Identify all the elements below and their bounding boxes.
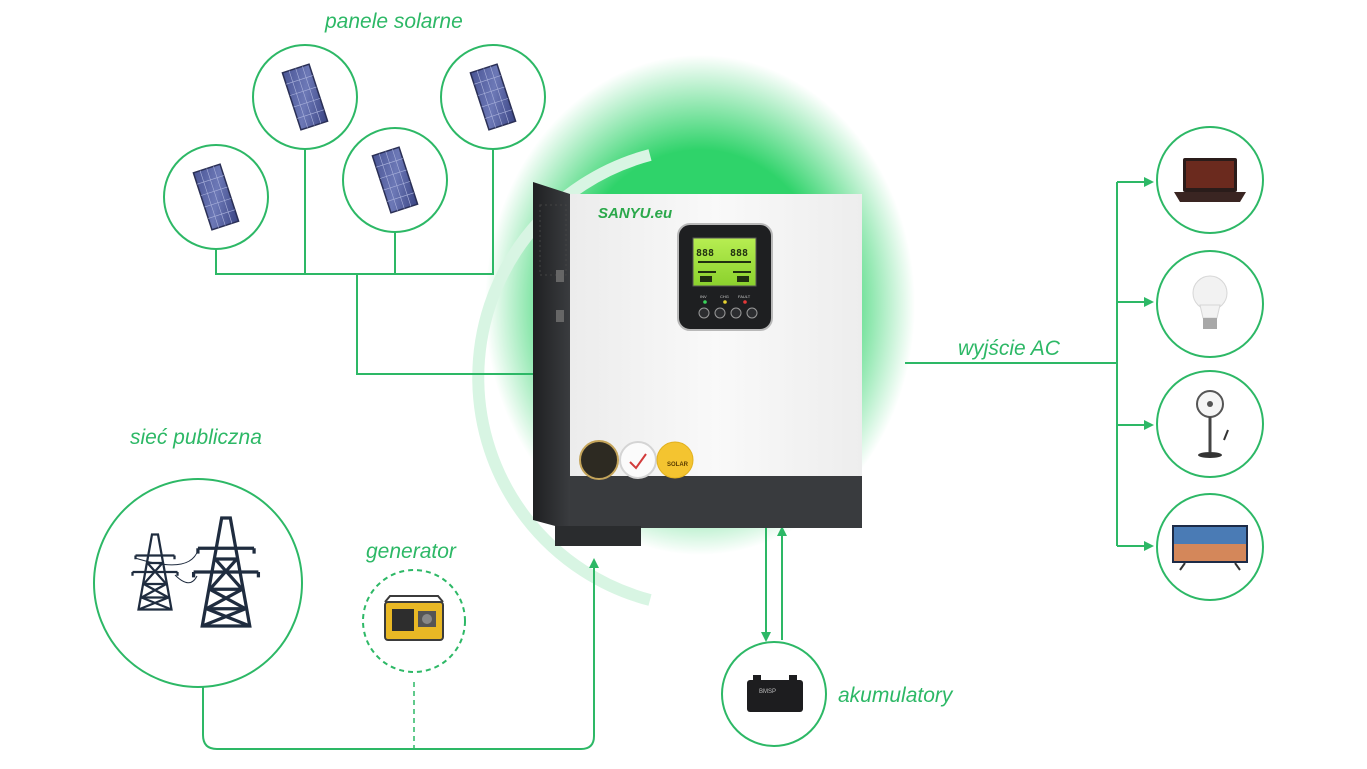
led-chg <box>723 300 727 304</box>
grid-to-inverter-line <box>202 558 599 750</box>
bulb-circle <box>1156 250 1264 358</box>
led-fault <box>743 300 747 304</box>
solar-badge-label: SOLAR <box>667 462 689 468</box>
certification-badge-dark <box>579 440 619 480</box>
generator-label: generator <box>366 540 456 563</box>
battery-brand-label: BMSP <box>759 689 776 695</box>
led-inv <box>703 300 707 304</box>
inverter-brand: SANYU.eu <box>598 205 672 222</box>
panel-button-4[interactable] <box>746 307 758 319</box>
tv-icon <box>1172 525 1248 571</box>
solar-panel-circle-2 <box>252 44 358 150</box>
laptop-icon <box>1174 158 1246 202</box>
tv-circle <box>1156 493 1264 601</box>
lcd-readout-left: 888 <box>696 248 714 259</box>
led-label-inv: INV <box>700 294 707 299</box>
laptop-circle <box>1156 126 1264 234</box>
fan-circle <box>1156 370 1264 478</box>
battery-icon: BMSP <box>747 675 803 712</box>
fan-icon <box>1196 390 1229 458</box>
public-grid-label: sieć publiczna <box>130 426 262 449</box>
panel-button-1[interactable] <box>698 307 710 319</box>
led-label-fault: FAULT <box>738 294 751 299</box>
led-label-chg: CHG <box>720 294 729 299</box>
solar-to-inverter-line <box>356 274 533 375</box>
generator-icon <box>384 595 444 641</box>
generator-circle <box>362 569 466 673</box>
panel-button-3[interactable] <box>730 307 742 319</box>
power-pylon-icon <box>131 516 261 628</box>
ac-output-label: wyjście AC <box>958 337 1060 360</box>
panel-button-2[interactable] <box>714 307 726 319</box>
solar-badge <box>656 441 694 479</box>
batteries-label: akumulatory <box>838 684 953 707</box>
solar-panel-circle-4 <box>440 44 546 150</box>
public-grid-circle <box>93 478 303 688</box>
solar-bus-line <box>215 150 494 275</box>
solar-panel-circle-3 <box>342 127 448 233</box>
certification-badge-white <box>619 441 657 479</box>
solar-panels-label: panele solarne <box>325 10 463 33</box>
inverter-unit: SANYU.eu 888 888 INV CHG FAULT SOLAR <box>533 182 862 546</box>
solar-panel-circle-1 <box>163 144 269 250</box>
lcd-readout-right: 888 <box>730 248 748 259</box>
battery-circle: BMSP <box>721 641 827 747</box>
light-bulb-icon <box>1192 275 1228 329</box>
